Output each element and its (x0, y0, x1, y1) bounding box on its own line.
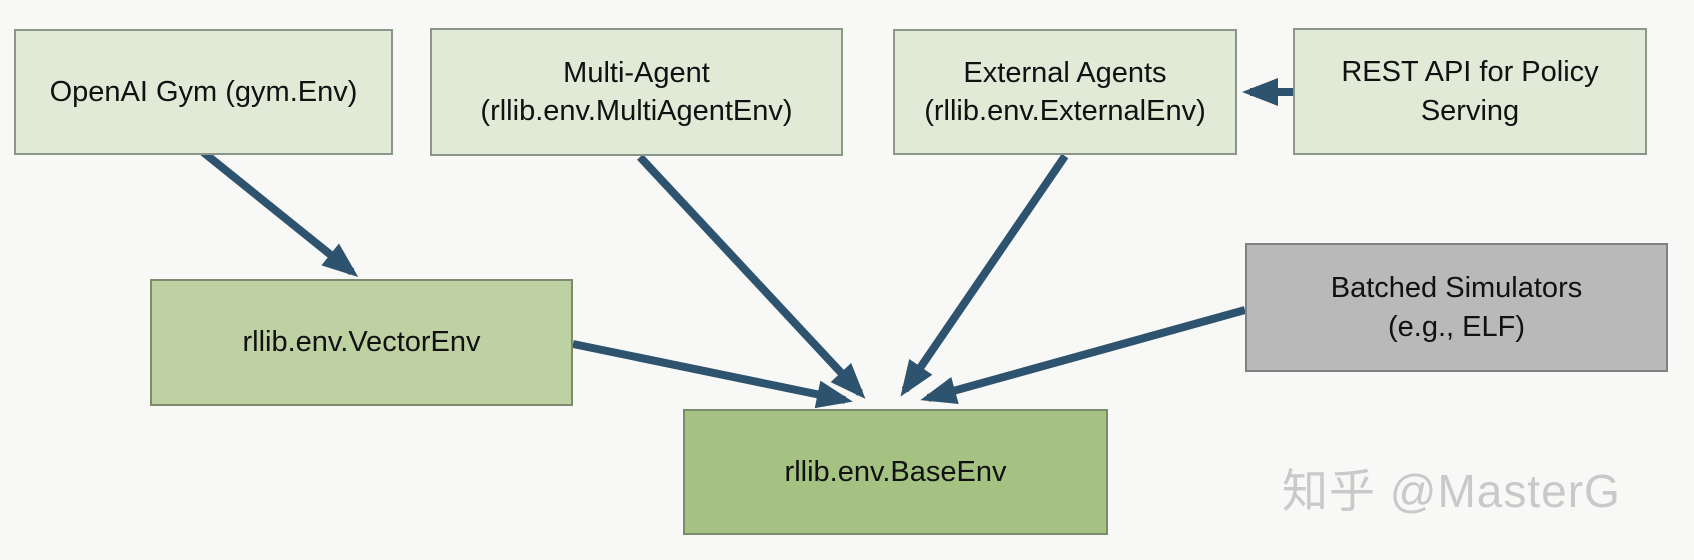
zhihu-watermark: 知乎 @MasterG (1282, 465, 1621, 517)
node-batched-simulators-label-line1: Batched Simulators (1330, 272, 1583, 305)
node-batched-simulators-label-line2: (e.g., ELF) (1388, 310, 1525, 343)
edge-batchedsim-to-baseenv-arrow (920, 306, 1247, 405)
node-vector-env: rllib.env.VectorEnv (150, 279, 573, 406)
node-base-env: rllib.env.BaseEnv (683, 409, 1108, 535)
edge-multiagent-to-baseenv-arrow (637, 154, 866, 399)
node-vector-env-label: rllib.env.VectorEnv (242, 326, 481, 359)
node-multi-agent: Multi-Agent (rllib.env.MultiAgentEnv) (430, 28, 843, 156)
node-openai-gym: OpenAI Gym (gym.Env) (14, 29, 393, 155)
node-multi-agent-label-line2: (rllib.env.MultiAgentEnv) (480, 95, 793, 127)
node-batched-simulators: Batched Simulators (e.g., ELF) (1245, 243, 1668, 372)
node-rest-api-label-line2: Serving (1420, 94, 1520, 127)
node-rest-api: REST API for Policy Serving (1293, 28, 1647, 155)
node-external-agents-label-line1: External Agents (963, 56, 1167, 89)
edge-externalagents-to-baseenv-arrow (900, 153, 1069, 397)
edge-vectorenv-to-baseenv-arrow (572, 340, 853, 409)
node-multi-agent-label-line1: Multi-Agent (563, 56, 710, 89)
node-openai-gym-label: OpenAI Gym (gym.Env) (49, 75, 358, 108)
node-external-agents: External Agents (rllib.env.ExternalEnv) (893, 29, 1237, 155)
node-rest-api-label-line1: REST API for Policy (1341, 56, 1599, 89)
edge-gym-to-vectorenv-arrow (200, 148, 359, 278)
node-external-agents-label-line2: (rllib.env.ExternalEnv) (924, 95, 1206, 127)
node-base-env-label: rllib.env.BaseEnv (784, 455, 1007, 488)
